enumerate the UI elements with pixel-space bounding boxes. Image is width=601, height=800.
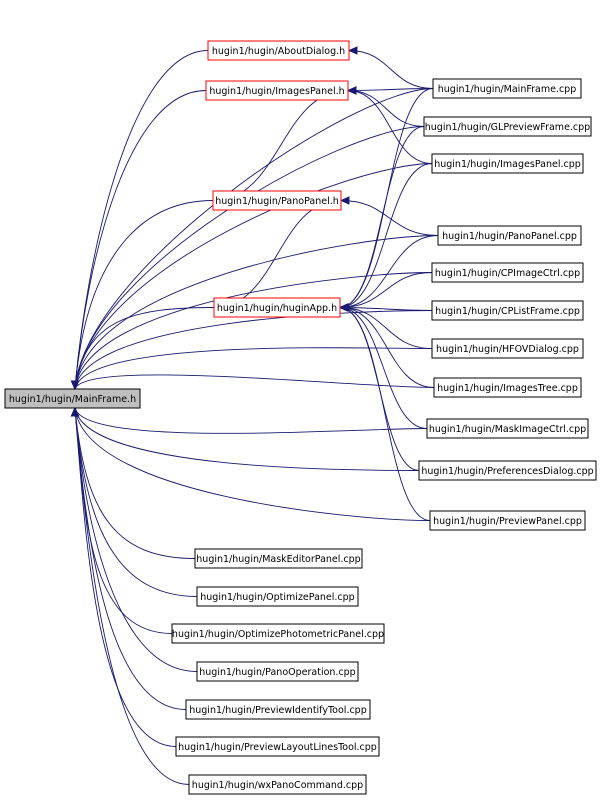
node-box <box>431 153 584 174</box>
edge-previewpanel-cpp-to-mainframe-h <box>70 406 431 521</box>
node-mainframe-cpp[interactable]: hugin1/hugin/MainFrame.cpp <box>432 78 582 99</box>
node-maskimagectrl-cpp[interactable]: hugin1/hugin/MaskImageCtrl.cpp <box>426 418 589 439</box>
node-label: hugin1/hugin/ImagesPanel.cpp <box>434 159 581 170</box>
node-box <box>185 699 371 720</box>
edge-imagestree-cpp-to-mainframe-h <box>70 374 435 391</box>
node-panopanel-h[interactable]: hugin1/hugin/PanoPanel.h <box>212 190 342 211</box>
node-maskeditorpanel-cpp[interactable]: hugin1/hugin/MaskEditorPanel.cpp <box>194 548 363 569</box>
node-label: hugin1/hugin/ImagesTree.cpp <box>437 383 578 394</box>
node-label: hugin1/hugin/CPListFrame.cpp <box>435 306 580 317</box>
edge-maskimagectrl-cpp-to-huginapp-h <box>338 303 428 429</box>
node-glpreviewframe-cpp[interactable]: hugin1/hugin/GLPreviewFrame.cpp <box>423 116 592 137</box>
node-previewpanel-cpp[interactable]: hugin1/hugin/PreviewPanel.cpp <box>429 510 586 531</box>
node-box <box>175 736 380 757</box>
edge-panopanel-h-to-huginapp-h <box>212 200 342 312</box>
node-label: hugin1/hugin/PanoOperation.cpp <box>199 667 355 678</box>
node-label: hugin1/hugin/wxPanoCommand.cpp <box>192 780 363 791</box>
edge-previewpanel-cpp-to-huginapp-h <box>338 303 431 521</box>
node-label: hugin1/hugin/PreviewIdentifyTool.cpp <box>189 705 367 716</box>
node-label: hugin1/hugin/huginApp.h <box>217 303 337 314</box>
edge-cplistframe-cpp-to-mainframe-h <box>70 310 433 391</box>
edge-panopanel-h-to-mainframe-h <box>70 200 214 391</box>
node-box <box>4 388 141 409</box>
node-box <box>207 40 350 61</box>
node-box <box>171 623 385 644</box>
node-box <box>194 548 363 569</box>
node-box <box>205 80 349 101</box>
node-label: hugin1/hugin/MainFrame.h <box>9 394 136 405</box>
node-label: hugin1/hugin/GLPreviewFrame.cpp <box>425 122 590 133</box>
node-box <box>426 418 589 439</box>
node-box <box>437 225 582 246</box>
node-panopanel-cpp[interactable]: hugin1/hugin/PanoPanel.cpp <box>437 225 582 246</box>
node-box <box>431 300 584 321</box>
node-huginapp-h[interactable]: hugin1/hugin/huginApp.h <box>213 297 341 318</box>
node-box <box>431 338 584 359</box>
node-preferencesdialog-cpp[interactable]: hugin1/hugin/PreferencesDialog.cpp <box>418 460 597 481</box>
edge-maskimagectrl-cpp-to-mainframe-h <box>70 406 428 434</box>
node-box <box>433 377 582 398</box>
node-mainframe-h[interactable]: hugin1/hugin/MainFrame.h <box>4 388 141 409</box>
edge-preferencesdialog-cpp-to-mainframe-h <box>70 406 420 471</box>
edge-previewlayoutlinestool-cpp-to-mainframe-h <box>70 406 177 747</box>
edge-imagespanel-cpp-to-imagespanel-h <box>346 86 433 164</box>
node-label: hugin1/hugin/PreviewLayoutLinesTool.cpp <box>178 742 377 753</box>
edge-imagespanel-cpp-to-huginapp-h <box>338 163 433 312</box>
node-label: hugin1/hugin/MainFrame.cpp <box>438 84 577 95</box>
node-imagestree-cpp[interactable]: hugin1/hugin/ImagesTree.cpp <box>433 377 582 398</box>
node-box <box>429 510 586 531</box>
node-label: hugin1/hugin/ImagesPanel.h <box>209 86 344 97</box>
node-previewidentifytool-cpp[interactable]: hugin1/hugin/PreviewIdentifyTool.cpp <box>185 699 371 720</box>
node-cpimagectrl-cpp[interactable]: hugin1/hugin/CPImageCtrl.cpp <box>431 262 584 283</box>
edge-wxpanocommand-cpp-to-mainframe-h <box>70 406 190 785</box>
node-label: hugin1/hugin/PreviewPanel.cpp <box>433 516 582 527</box>
node-label: hugin1/hugin/PanoPanel.cpp <box>442 231 577 242</box>
node-label: hugin1/hugin/MaskImageCtrl.cpp <box>429 424 586 435</box>
node-imagespanel-h[interactable]: hugin1/hugin/ImagesPanel.h <box>205 80 349 101</box>
node-label: hugin1/hugin/OptimizePanel.cpp <box>200 592 354 603</box>
edge-mainframe-cpp-to-mainframe-h <box>70 88 434 391</box>
node-box <box>418 460 597 481</box>
node-label: hugin1/hugin/PanoPanel.h <box>215 196 339 207</box>
edge-glpreviewframe-cpp-to-huginapp-h <box>338 126 425 312</box>
node-label: hugin1/hugin/HFOVDialog.cpp <box>436 344 579 355</box>
node-hfovdialog-cpp[interactable]: hugin1/hugin/HFOVDialog.cpp <box>431 338 584 359</box>
edge-mainframe-cpp-to-aboutdialog-h <box>347 46 434 89</box>
node-wxpanocommand-cpp[interactable]: hugin1/hugin/wxPanoCommand.cpp <box>188 774 367 795</box>
edge-glpreviewframe-cpp-to-mainframe-h <box>70 126 425 391</box>
node-cplistframe-cpp[interactable]: hugin1/hugin/CPListFrame.cpp <box>431 300 584 321</box>
node-layer: hugin1/hugin/MainFrame.h hugin1/hugin/Abo… <box>4 40 597 795</box>
node-panooperation-cpp[interactable]: hugin1/hugin/PanoOperation.cpp <box>196 661 359 682</box>
node-box <box>213 297 341 318</box>
node-label: hugin1/hugin/CPImageCtrl.cpp <box>435 268 580 279</box>
node-label: hugin1/hugin/MaskEditorPanel.cpp <box>196 554 360 565</box>
node-box <box>196 586 359 607</box>
node-previewlayoutlinestool-cpp[interactable]: hugin1/hugin/PreviewLayoutLinesTool.cpp <box>175 736 380 757</box>
edge-panopanel-cpp-to-panopanel-h <box>339 196 439 236</box>
node-aboutdialog-h[interactable]: hugin1/hugin/AboutDialog.h <box>207 40 350 61</box>
node-optimizephotometricpanel-cpp[interactable]: hugin1/hugin/OptimizePhotometricPanel.cp… <box>171 623 385 644</box>
node-box <box>423 116 592 137</box>
node-box <box>431 262 584 283</box>
node-box <box>432 78 582 99</box>
node-label: hugin1/hugin/PreferencesDialog.cpp <box>421 466 593 477</box>
node-box <box>196 661 359 682</box>
node-optimizepanel-cpp[interactable]: hugin1/hugin/OptimizePanel.cpp <box>196 586 359 607</box>
node-imagespanel-cpp[interactable]: hugin1/hugin/ImagesPanel.cpp <box>431 153 584 174</box>
node-box <box>212 190 342 211</box>
node-label: hugin1/hugin/AboutDialog.h <box>212 46 345 57</box>
node-box <box>188 774 367 795</box>
node-label: hugin1/hugin/OptimizePhotometricPanel.cp… <box>172 629 384 640</box>
